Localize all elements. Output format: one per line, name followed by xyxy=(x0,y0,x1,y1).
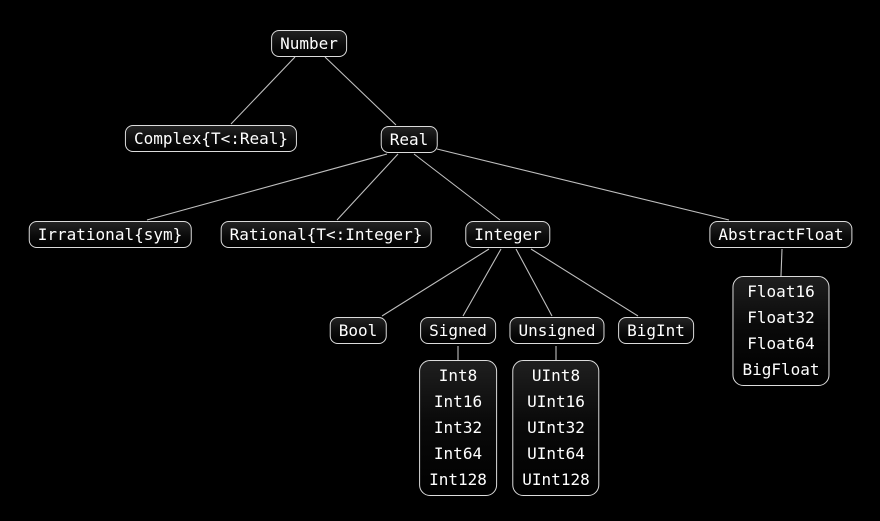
node-bool: Bool xyxy=(329,317,387,344)
node-abstractfloat: AbstractFloat xyxy=(709,221,853,248)
edge-real-integer xyxy=(413,153,501,221)
node-unsigned: Unsigned xyxy=(509,317,605,344)
type-uint8: UInt8 xyxy=(531,366,581,385)
node-real: Real xyxy=(380,126,438,153)
type-int32: Int32 xyxy=(433,418,483,437)
type-float16: Float16 xyxy=(747,282,815,301)
type-int64: Int64 xyxy=(433,444,483,463)
type-uint64: UInt64 xyxy=(527,444,585,463)
node-rational: Rational{T<:Integer} xyxy=(220,221,432,248)
edge-real-rational xyxy=(336,153,399,221)
edge-real-abstractfloat xyxy=(436,148,730,221)
node-signed: Signed xyxy=(420,317,496,344)
edge-integer-bool xyxy=(381,248,490,317)
edge-integer-bigint xyxy=(530,248,639,317)
node-number: Number xyxy=(271,30,347,57)
node-irrational: Irrational{sym} xyxy=(28,221,192,248)
node-complex: Complex{T<:Real} xyxy=(124,125,298,152)
type-int8: Int8 xyxy=(438,366,478,385)
edge-integer-unsigned xyxy=(515,248,553,317)
type-bigfloat: BigFloat xyxy=(742,360,820,379)
type-uint16: UInt16 xyxy=(527,392,585,411)
node-bigint: BigInt xyxy=(618,317,694,344)
type-float64: Float64 xyxy=(747,334,815,353)
type-int128: Int128 xyxy=(429,470,487,489)
type-int16: Int16 xyxy=(433,392,483,411)
edge-real-irrational xyxy=(146,153,388,221)
type-uint32: UInt32 xyxy=(527,418,585,437)
group-unsigned-types: UInt8 UInt16 UInt32 UInt64 UInt128 xyxy=(512,360,600,496)
type-float32: Float32 xyxy=(747,308,815,327)
node-integer: Integer xyxy=(465,221,551,248)
edge-number-complex xyxy=(230,56,296,125)
edge-number-real xyxy=(324,56,397,126)
type-uint128: UInt128 xyxy=(522,470,590,489)
edge-integer-signed xyxy=(462,248,502,317)
group-signed-types: Int8 Int16 Int32 Int64 Int128 xyxy=(419,360,497,496)
group-float-types: Float16 Float32 Float64 BigFloat xyxy=(732,276,830,386)
edge-abstractfloat-group xyxy=(780,248,783,277)
